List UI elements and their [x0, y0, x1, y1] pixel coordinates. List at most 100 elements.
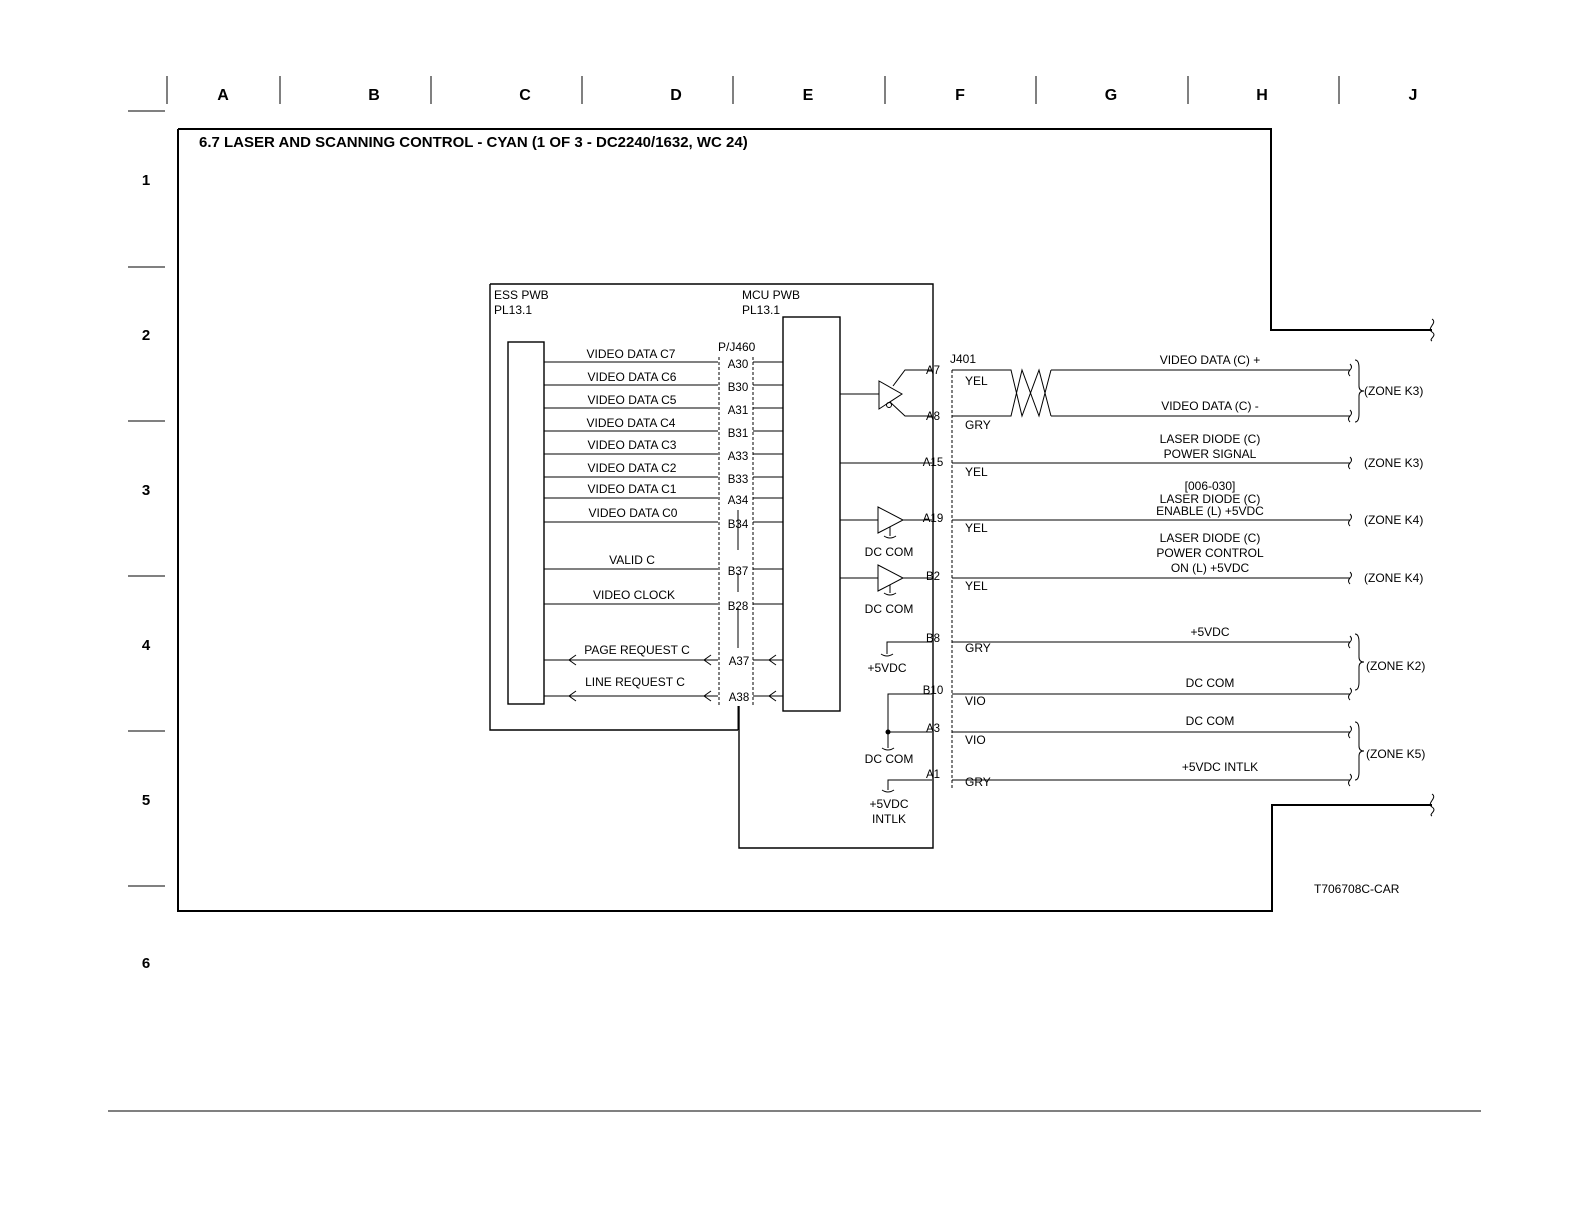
diagram-frame: [177, 128, 1435, 912]
ground-label: +5VDC: [867, 661, 906, 675]
signal-label: VIDEO DATA C7: [587, 347, 676, 361]
signal-label: VIDEO DATA C0: [589, 506, 678, 520]
pin-label: B8: [926, 633, 940, 645]
signal-label: LASER DIODE (C): [1160, 432, 1261, 446]
column-letter: C: [519, 87, 531, 104]
column-letter: E: [803, 87, 814, 104]
row-number: 5: [142, 792, 150, 809]
pin-label: B34: [728, 519, 749, 531]
pin-label: B31: [728, 428, 748, 440]
pin-label: A34: [728, 495, 749, 507]
signal-label: POWER CONTROL: [1156, 546, 1264, 560]
row-header: 1 2 3 4 5 6: [128, 110, 165, 972]
row-number: 3: [142, 482, 150, 499]
signal-label: [006-030]: [1185, 479, 1236, 493]
wire-color-labels: YEL GRY YEL YEL YEL GRY VIO VIO GRY: [965, 374, 991, 789]
mcu-circuitry: DC COM DC COM +5VDC DC COM +5VDC INTLK: [840, 369, 932, 826]
ground-label: DC COM: [865, 752, 914, 766]
pin-label: A37: [729, 656, 749, 668]
wire-color: VIO: [965, 733, 986, 747]
wire-color: VIO: [965, 694, 986, 708]
pin-label: A30: [728, 359, 748, 371]
ess-pwb-name: ESS PWB: [494, 288, 549, 302]
signal-label: +5VDC: [1190, 625, 1229, 639]
zone-label: (ZONE K3): [1364, 384, 1423, 398]
zone-label: (ZONE K4): [1364, 571, 1423, 585]
signal-label: LINE REQUEST C: [585, 675, 685, 689]
pin-label: A33: [728, 451, 748, 463]
column-letter: G: [1105, 87, 1117, 104]
signal-label: VIDEO CLOCK: [593, 588, 675, 602]
ground-label: +5VDC: [869, 797, 908, 811]
ground-label: INTLK: [872, 812, 906, 826]
wire-color: YEL: [965, 521, 988, 535]
zone-label: (ZONE K5): [1366, 747, 1425, 761]
row-number: 2: [142, 327, 150, 344]
pin-label: B37: [728, 566, 748, 578]
zone-labels: (ZONE K3) (ZONE K3) (ZONE K4) (ZONE K4) …: [1364, 384, 1425, 761]
pin-label: A38: [729, 692, 749, 704]
mcu-pwb-pl: PL13.1: [742, 303, 780, 317]
row-number: 4: [142, 637, 151, 654]
connector-pj460-label: P/J460: [718, 340, 756, 354]
left-pin-labels: A30 B30 A31 B31 A33 B33 A34 B34 B37 B28 …: [728, 359, 749, 704]
signal-label: LASER DIODE (C): [1160, 531, 1261, 545]
signal-label: +5VDC INTLK: [1182, 760, 1258, 774]
pin-label: B33: [728, 474, 748, 486]
pin-label: A3: [926, 723, 940, 735]
pin-label: A7: [926, 365, 940, 377]
signal-label: VIDEO DATA (C) +: [1160, 353, 1261, 367]
connector-pj460: P/J460: [718, 340, 756, 730]
ground-label: DC COM: [865, 545, 914, 559]
wire-color: GRY: [965, 641, 991, 655]
row-number: 6: [142, 955, 150, 972]
harness-wires: [952, 359, 1365, 787]
pin-label: B28: [728, 601, 748, 613]
ess-pwb: ESS PWB PL13.1: [489, 283, 740, 731]
column-letter: H: [1256, 87, 1268, 104]
signal-label: VIDEO DATA C2: [588, 461, 677, 475]
figure-id: T706708C-CAR: [1314, 882, 1400, 896]
signal-label: PAGE REQUEST C: [584, 643, 690, 657]
left-signal-labels: VIDEO DATA C7 VIDEO DATA C6 VIDEO DATA C…: [584, 347, 690, 689]
pin-label: A15: [923, 457, 943, 469]
ground-label: DC COM: [865, 602, 914, 616]
signal-label: VIDEO DATA C3: [588, 438, 677, 452]
harness-labels: VIDEO DATA (C) + VIDEO DATA (C) - LASER …: [1156, 353, 1264, 774]
signal-label: LASER DIODE (C): [1160, 492, 1261, 506]
wire-color: YEL: [965, 465, 988, 479]
signal-label: ENABLE (L) +5VDC: [1156, 504, 1264, 518]
signal-label: VIDEO DATA C4: [587, 416, 676, 430]
pin-label: A8: [926, 411, 940, 423]
row-number: 1: [142, 172, 150, 189]
ess-pwb-pl: PL13.1: [494, 303, 532, 317]
column-letter: D: [670, 87, 682, 104]
signal-label: DC COM: [1186, 714, 1235, 728]
diagram-title: 6.7 LASER AND SCANNING CONTROL - CYAN (1…: [199, 134, 748, 151]
column-header: A B C D E F G H J: [166, 76, 1418, 104]
signal-label: VALID C: [609, 553, 655, 567]
wire-color: GRY: [965, 775, 991, 789]
zone-label: (ZONE K3): [1364, 456, 1423, 470]
mcu-pwb-name: MCU PWB: [742, 288, 800, 302]
left-signal-wires: [544, 361, 783, 702]
wire-color: YEL: [965, 374, 988, 388]
column-letter: B: [368, 87, 380, 104]
pin-label: B10: [923, 685, 943, 697]
column-letter: F: [955, 87, 965, 104]
pin-label: A19: [923, 513, 943, 525]
signal-label: DC COM: [1186, 676, 1235, 690]
column-letter: J: [1409, 87, 1418, 104]
signal-label: VIDEO DATA (C) -: [1161, 399, 1259, 413]
signal-label: VIDEO DATA C5: [588, 393, 677, 407]
signal-label: ON (L) +5VDC: [1171, 561, 1250, 575]
connector-j401: J401: [932, 352, 976, 790]
connector-j401-label: J401: [950, 352, 976, 366]
signal-label: POWER SIGNAL: [1164, 447, 1257, 461]
wire-color: YEL: [965, 579, 988, 593]
column-letter: A: [217, 87, 229, 104]
mcu-pwb: MCU PWB PL13.1: [738, 283, 934, 849]
wire-color: GRY: [965, 418, 991, 432]
pin-label: B30: [728, 382, 748, 394]
